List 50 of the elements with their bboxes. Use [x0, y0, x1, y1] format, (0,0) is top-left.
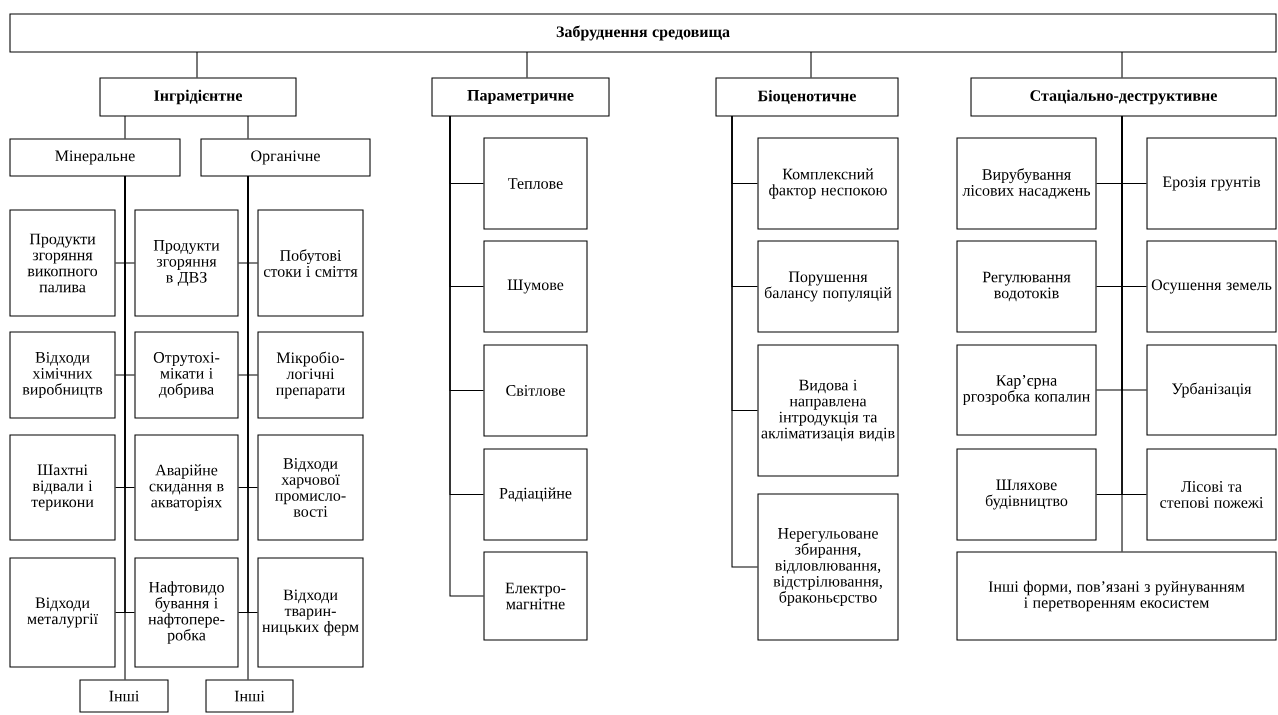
connector-line: [247, 175, 249, 680]
category-box: Біоценотичне: [715, 77, 899, 117]
item-box: Світлове: [483, 344, 588, 437]
item-box: Побутові стоки і сміття: [257, 209, 364, 317]
item-box: Лісові та степові пожежі: [1146, 448, 1277, 541]
title-box: Забруднення средовища: [9, 13, 1277, 53]
item-box: Відходи харчової промисло- вості: [257, 434, 364, 541]
item-box: Продукти згоряння викопного палива: [9, 209, 116, 317]
item-box: Інші форми, пов’язані з руйнуванням і перетворенням екосистем: [956, 551, 1277, 641]
item-box: Шахтні відвали і терикони: [9, 434, 116, 541]
connector-line: [124, 175, 126, 680]
item-box: Електро- магнітне: [483, 551, 588, 641]
item-box: Шляхове будівництво: [956, 448, 1097, 541]
item-box: Осушення земель: [1146, 240, 1277, 333]
item-box: Радіаційне: [483, 448, 588, 541]
item-box: Порушення балансу популяцій: [757, 240, 899, 333]
item-box: Вирубування лісових насаджень: [956, 137, 1097, 230]
subcategory-box: Мінеральне: [9, 138, 181, 177]
item-box: Відходи хімічних виробництв: [9, 331, 116, 419]
connector-line: [1121, 115, 1123, 552]
item-box: Відходи тварин- ницьких ферм: [257, 557, 364, 668]
category-box: Параметричне: [431, 77, 610, 117]
category-box: Інгрідієнтне: [99, 77, 297, 117]
item-box: Інші: [205, 679, 294, 713]
category-box: Стаціально-деструктивне: [970, 77, 1277, 117]
item-box: Відходи металургії: [9, 557, 116, 668]
item-box: Шумове: [483, 240, 588, 333]
item-box: Видова і направлена інтродукція та акліматизація видів: [757, 344, 899, 477]
item-box: Регулювання водотоків: [956, 240, 1097, 333]
connector-line: [731, 115, 758, 568]
item-box: Кар’єрна ргозробка копалин: [956, 344, 1097, 436]
item-box: Отрутохі- мікати і добрива: [134, 331, 239, 419]
item-box: Комплексний фактор неспокою: [757, 137, 899, 230]
connector-line: [247, 115, 249, 139]
item-box: Нафтовидо бування і нафтопере- робка: [134, 557, 239, 668]
connector-line: [810, 51, 812, 78]
item-box: Теплове: [483, 137, 588, 230]
item-box: Урбанізація: [1146, 344, 1277, 436]
item-box: Мікробіо- логічні препарати: [257, 331, 364, 419]
subcategory-box: Органічне: [200, 138, 371, 177]
item-box: Продукти згоряння в ДВЗ: [134, 209, 239, 317]
connector-line: [124, 115, 126, 139]
connector-line: [1121, 51, 1123, 78]
connector-line: [526, 51, 528, 78]
item-box: Інші: [79, 679, 169, 713]
item-box: Ерозія грунтів: [1146, 137, 1277, 230]
item-box: Нерегульоване збирання, відловлювання, відстрілювання, браконьєрство: [757, 493, 899, 641]
connector-line: [449, 115, 484, 597]
item-box: Аварійне скидання в акваторіях: [134, 434, 239, 541]
connector-line: [196, 51, 198, 78]
